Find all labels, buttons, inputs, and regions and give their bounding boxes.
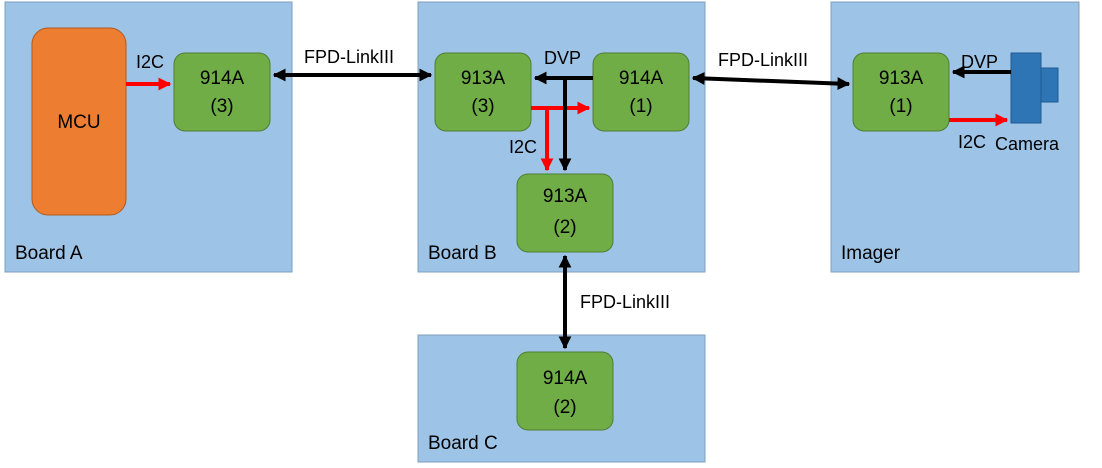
chip-914a-2-index: (2) <box>553 397 576 418</box>
chip-914a-1-index: (1) <box>629 96 652 117</box>
chip-913a-2-index: (2) <box>553 217 576 238</box>
fpd-label-b-c: FPD-LinkIII <box>580 292 670 312</box>
board-b-label: Board B <box>428 243 497 264</box>
chip-914a-3-index: (3) <box>210 96 233 117</box>
chip-913a-2-name: 913A <box>543 186 588 207</box>
chip-913a-3-name: 913A <box>461 68 506 89</box>
camera-label: Camera <box>995 134 1060 154</box>
fpd-label-b-imager: FPD-LinkIII <box>718 50 808 70</box>
board-imager-label: Imager <box>841 243 901 264</box>
chip-914a-3-name: 914A <box>200 68 245 89</box>
mcu-block <box>31 27 127 216</box>
chip-914a-2 <box>516 351 614 431</box>
chip-913a-3-index: (3) <box>471 96 494 117</box>
chip-913a-2 <box>516 173 614 253</box>
fpd-label-a-b: FPD-LinkIII <box>304 47 394 67</box>
chip-913a-3 <box>434 52 532 132</box>
camera-icon <box>1010 52 1059 124</box>
chip-913a-1-name: 913A <box>879 68 924 89</box>
board-c-label: Board C <box>428 433 498 454</box>
dvp-label-board-b: DVP <box>544 48 581 68</box>
i2c-label-board-b: I2C <box>509 137 537 157</box>
chip-914a-2-name: 914A <box>543 368 588 389</box>
dvp-label-imager: DVP <box>961 52 998 72</box>
i2c-label-imager: I2C <box>958 132 986 152</box>
chip-914a-3 <box>173 52 271 132</box>
board-a-label: Board A <box>15 243 83 264</box>
mcu-label: MCU <box>57 112 100 133</box>
i2c-label-board-a: I2C <box>136 52 164 72</box>
chip-913a-1 <box>852 52 950 132</box>
chip-914a-1-name: 914A <box>619 68 664 89</box>
board-imager <box>830 1 1080 273</box>
chip-914a-1 <box>592 52 690 132</box>
chip-913a-1-index: (1) <box>889 96 912 117</box>
fpd-link-b-imager <box>691 72 851 90</box>
